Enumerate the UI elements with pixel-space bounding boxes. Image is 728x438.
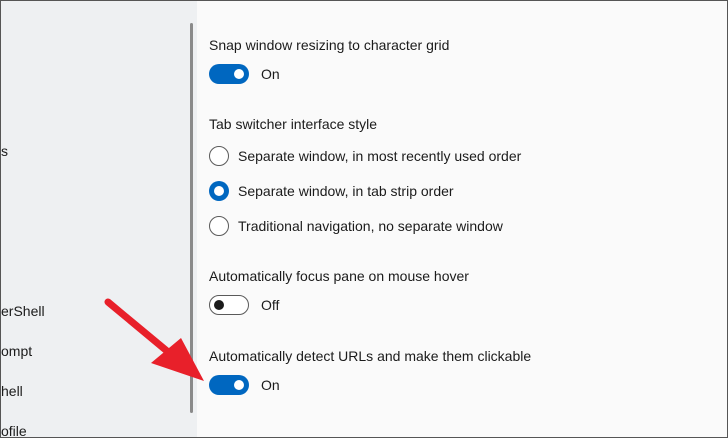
detect-urls-toggle-row[interactable]: On	[209, 375, 280, 395]
sidebar-item-command-prompt[interactable]: ompt	[1, 343, 33, 359]
snap-window-toggle-row[interactable]: On	[209, 64, 280, 84]
tab-switcher-option-traditional[interactable]: Traditional navigation, no separate wind…	[209, 216, 503, 236]
snap-window-state: On	[261, 66, 280, 82]
radio-label: Traditional navigation, no separate wind…	[238, 218, 503, 234]
focus-pane-label: Automatically focus pane on mouse hover	[209, 268, 469, 284]
radio-dot	[214, 186, 224, 196]
focus-pane-toggle[interactable]	[209, 295, 249, 315]
tab-switcher-label: Tab switcher interface style	[209, 116, 378, 132]
settings-panel: Snap window resizing to character grid O…	[197, 1, 727, 437]
sidebar-item[interactable]: s	[1, 143, 8, 159]
focus-pane-state: Off	[261, 297, 280, 313]
snap-window-label: Snap window resizing to character grid	[209, 37, 450, 53]
tab-switcher-option-tab-strip[interactable]: Separate window, in tab strip order	[209, 181, 454, 201]
radio-label: Separate window, in tab strip order	[238, 183, 454, 199]
radio-button-selected[interactable]	[209, 181, 229, 201]
radio-label: Separate window, in most recently used o…	[238, 148, 522, 164]
radio-button[interactable]	[209, 216, 229, 236]
snap-window-toggle[interactable]	[209, 64, 249, 84]
detect-urls-label: Automatically detect URLs and make them …	[209, 348, 532, 364]
detect-urls-state: On	[261, 377, 280, 393]
focus-pane-toggle-row[interactable]: Off	[209, 295, 279, 315]
toggle-knob	[214, 300, 224, 310]
tab-switcher-option-mru[interactable]: Separate window, in most recently used o…	[209, 146, 521, 166]
toggle-knob	[234, 380, 244, 390]
scrollbar[interactable]	[190, 23, 193, 413]
detect-urls-toggle[interactable]	[209, 375, 249, 395]
sidebar-item-shell[interactable]: hell	[1, 383, 23, 399]
sidebar-item-powershell[interactable]: erShell	[1, 303, 45, 319]
toggle-knob	[234, 69, 244, 79]
sidebar: s erShell ompt hell ofile	[1, 1, 197, 438]
radio-button[interactable]	[209, 146, 229, 166]
sidebar-item-profile[interactable]: ofile	[1, 423, 27, 438]
